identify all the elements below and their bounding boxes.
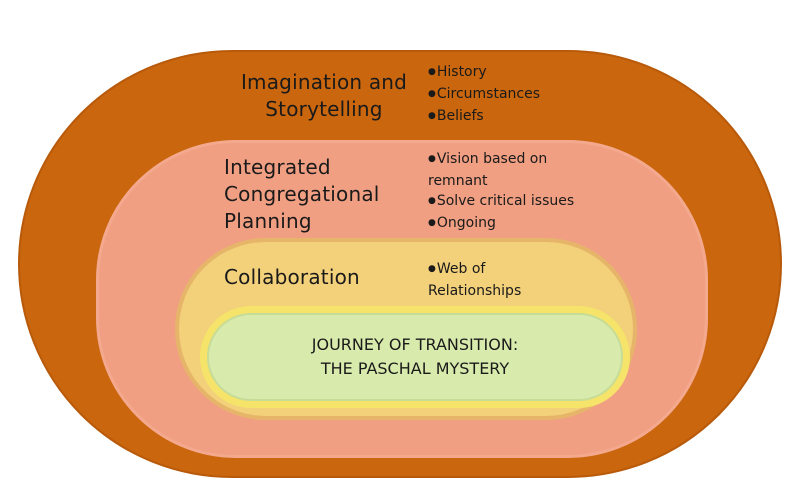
planning-title-line: Integrated <box>224 155 331 179</box>
bullet-item: Web of <box>428 259 521 281</box>
collaboration-title: Collaboration <box>224 264 424 291</box>
planning-title-line: Planning <box>224 209 312 233</box>
imagination-title: Imagination and Storytelling <box>224 69 424 123</box>
bullet-item: Ongoing <box>428 213 574 235</box>
bullet-continuation-text: remnant <box>428 173 488 189</box>
core-line: JOURNEY OF TRANSITION: <box>311 335 519 354</box>
planning-title: Integrated Congregational Planning <box>224 154 424 235</box>
planning-bullets: Vision based on remnant Solve critical i… <box>428 149 574 235</box>
imagination-title-line: Imagination and <box>240 70 408 94</box>
collaboration-title-line: Collaboration <box>224 265 360 289</box>
bullet-item: Solve critical issues <box>428 191 574 213</box>
bullet-item: Beliefs <box>428 106 540 128</box>
core-line: THE PASCHAL MYSTERY <box>320 359 510 378</box>
bullet-item: History <box>428 62 540 84</box>
core-text: JOURNEY OF TRANSITION: THE PASCHAL MYSTE… <box>207 313 623 401</box>
bullet-continuation-text: Relationships <box>428 283 522 299</box>
bullet-item: Vision based on <box>428 149 574 171</box>
imagination-title-line: Storytelling <box>265 97 383 121</box>
bullet-item: Circumstances <box>428 84 540 106</box>
core-oval <box>207 313 623 401</box>
planning-title-line: Congregational <box>224 182 380 206</box>
bullet-continuation: remnant <box>428 171 574 191</box>
imagination-bullets: History Circumstances Beliefs <box>428 62 540 128</box>
collaboration-bullets: Web of Relationships <box>428 259 521 301</box>
bullet-continuation: Relationships <box>428 281 521 301</box>
